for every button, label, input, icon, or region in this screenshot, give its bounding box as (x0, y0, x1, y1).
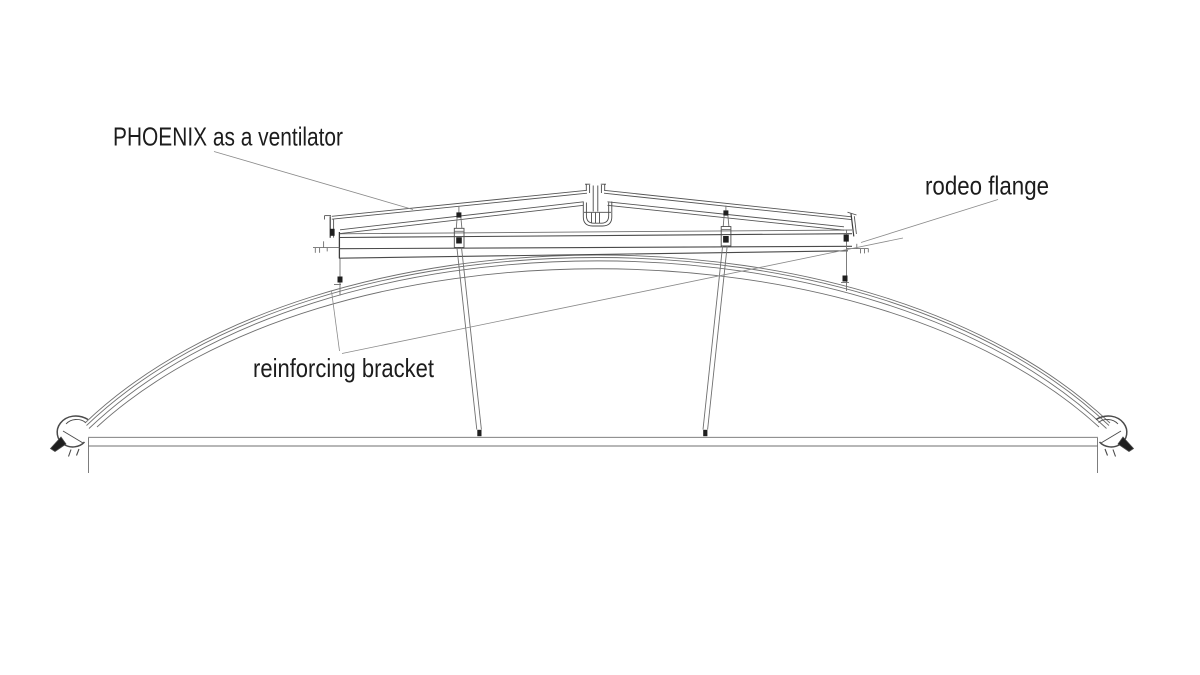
right-strut-cylinder-bolt (723, 236, 729, 243)
leader-line-flange (860, 199, 999, 243)
labels: PHOENIX as a ventilator rodeo flange rei… (113, 122, 1049, 384)
right-strut-tube-1 (702, 245, 724, 430)
left-strut-foot (477, 429, 482, 437)
left-roof-panel (331, 189, 588, 235)
ventilator-roof-panels (324, 189, 857, 242)
arch-skin-line-2 (86, 257, 1110, 426)
right-strut-foot (703, 429, 708, 437)
band-rail-bottom (338, 250, 849, 259)
left-clamp-detail-1 (65, 419, 86, 425)
left-strut-cylinder-bolt (456, 237, 462, 244)
roof-arch (84, 254, 1111, 429)
right-roof-panel (603, 189, 852, 231)
left-strut-cylinder (453, 227, 465, 248)
right-support-strut (702, 205, 732, 437)
left-strut-neck-1 (455, 217, 458, 229)
leader-lines (213, 151, 999, 354)
right-clamp-tick-2 (1104, 448, 1109, 456)
left-panel-chord-line-2 (339, 204, 584, 235)
right-strut-tube-2 (707, 245, 728, 430)
left-edge-clamp (49, 415, 89, 457)
left-strut-tube-1 (456, 247, 478, 430)
arch-inner-chord-line (96, 268, 1100, 428)
band-rail-top-1 (338, 229, 853, 235)
right-strut-neck-2 (727, 215, 730, 227)
left-panel-top-line-2 (331, 192, 588, 220)
left-curb-wall (334, 258, 343, 296)
left-clamp-detail-2 (62, 430, 84, 444)
ridge-gutter-inner (585, 202, 610, 224)
arch-skin-line-3 (88, 260, 1107, 429)
right-strut-pin (723, 210, 729, 216)
right-cap-top-tick (847, 211, 857, 216)
ridge-joint (582, 183, 613, 227)
label-reinforcing-bracket: reinforcing bracket (253, 353, 435, 383)
band-rail-top-2 (338, 233, 853, 239)
leader-line-bracket-right (341, 237, 904, 354)
right-panel-chord-line-2 (607, 204, 845, 231)
left-strut-neck-2 (460, 217, 463, 229)
right-edge-clamp (1095, 415, 1135, 457)
label-rodeo-flange: rodeo flange (925, 171, 1049, 201)
right-cap-outer (850, 213, 855, 237)
ventilator-frame-band (313, 229, 869, 259)
right-panel-end-cap (843, 211, 857, 242)
right-clamp-body (1095, 415, 1128, 448)
arch-outer-skin-line (84, 254, 1111, 424)
right-clamp-hook (1117, 436, 1135, 452)
left-panel-top-line-1 (331, 189, 588, 217)
left-clamp-body (56, 415, 89, 448)
right-panel-top-line-1 (603, 189, 852, 218)
band-rail-middle (338, 245, 853, 250)
left-rodeo-flange (313, 241, 340, 253)
drawing-root: PHOENIX as a ventilator rodeo flange rei… (49, 122, 1135, 473)
right-panel-top-line-2 (603, 192, 852, 221)
leader-line-ventilator (213, 151, 414, 210)
base-line (88, 436, 1098, 473)
right-cap-bolt (843, 234, 849, 242)
left-cap-bolt (330, 228, 335, 236)
ridge-gutter-outer (582, 201, 613, 227)
right-clamp-detail-1 (1098, 419, 1119, 425)
left-strut-pin (456, 212, 462, 218)
right-clamp-detail-2 (1100, 430, 1122, 444)
left-curb-bolt (337, 276, 343, 283)
right-clamp-tick-1 (1112, 449, 1117, 457)
left-support-strut (453, 206, 482, 437)
left-panel-end-cap (324, 215, 335, 238)
right-curb-bolt (842, 275, 848, 282)
left-clamp-hook (49, 436, 67, 452)
right-strut-neck-1 (722, 215, 725, 227)
right-strut-cylinder (720, 226, 732, 247)
label-phoenix-ventilator: PHOENIX as a ventilator (113, 122, 343, 152)
leader-line-bracket-left (331, 290, 340, 352)
left-strut-tube-2 (461, 247, 482, 430)
left-panel-chord-line-1 (339, 201, 584, 231)
right-cap-inner (853, 216, 857, 235)
left-clamp-tick-1 (67, 449, 72, 457)
left-clamp-tick-2 (75, 448, 80, 456)
